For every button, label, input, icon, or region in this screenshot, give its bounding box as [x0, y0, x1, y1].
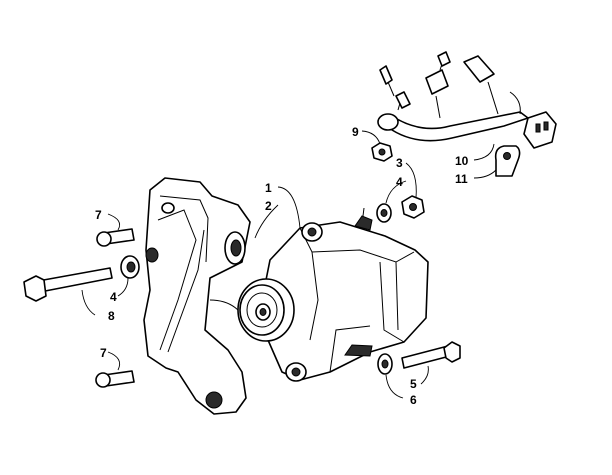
- alternator: [237, 207, 429, 382]
- callout-9: 9: [352, 125, 359, 139]
- nut-9: [371, 142, 393, 162]
- bolt-7-upper: [96, 228, 135, 247]
- callout-1: 1: [265, 181, 272, 195]
- callout-8: 8: [108, 309, 115, 323]
- washer-4-right: [376, 203, 392, 223]
- washer-4-left: [120, 255, 140, 279]
- wiring-harness-10: [377, 51, 557, 149]
- callout-10: 10: [455, 154, 469, 168]
- callout-3: 3: [396, 156, 403, 170]
- callout-5: 5: [410, 377, 417, 391]
- callout-6: 6: [410, 393, 417, 407]
- washer-6: [377, 353, 393, 375]
- clamp-11: [494, 145, 521, 177]
- nut-3: [401, 195, 425, 219]
- callout-7-lower: 7: [100, 346, 107, 360]
- callout-labels: 1 2 3 4 7 4 8 7 5 6 9 10 11: [95, 125, 469, 407]
- leader-lines: [81, 130, 497, 399]
- callout-11: 11: [455, 172, 468, 186]
- callout-2: 2: [265, 199, 272, 213]
- callout-4-right: 4: [396, 175, 403, 189]
- bolt-5: [401, 341, 461, 369]
- mounting-bracket: [143, 177, 251, 415]
- bolt-7-lower: [95, 370, 135, 388]
- callout-4-left: 4: [110, 290, 117, 304]
- callout-7-upper: 7: [95, 208, 102, 222]
- bolt-8: [23, 267, 113, 302]
